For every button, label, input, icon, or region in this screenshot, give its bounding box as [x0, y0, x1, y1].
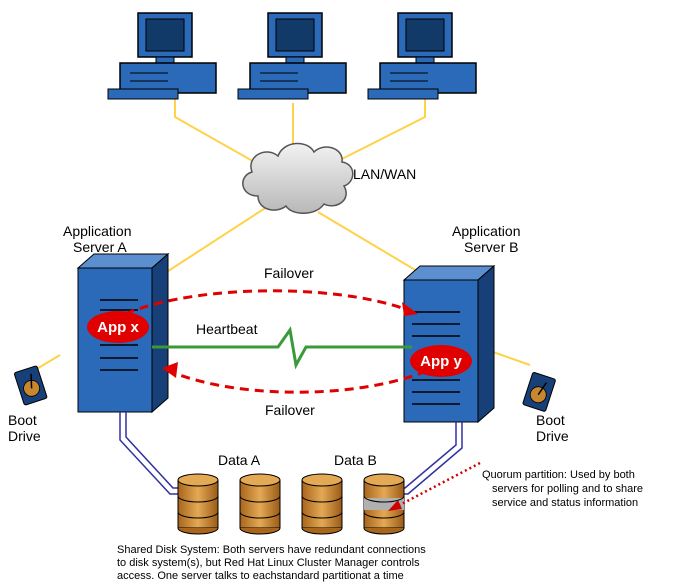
server-b-label-line2: Server B: [464, 239, 518, 255]
failover-top-label: Failover: [264, 265, 314, 281]
failover-arrowhead-top: [402, 302, 418, 316]
disk-drive-icon: [14, 365, 48, 406]
server-a-label: Application Server A: [63, 223, 135, 255]
cloud-icon: [242, 142, 354, 214]
boot-drive-right-line2: Drive: [536, 428, 569, 444]
quorum-note: Quorum partition: Used by both servers f…: [482, 469, 646, 509]
link-cloud-server-a: [161, 204, 271, 276]
desktop-computer-icon: [237, 12, 347, 100]
app-y-label: App y: [420, 353, 462, 370]
server-b-label-line1: Application: [452, 223, 521, 239]
disk-cylinder-icon: [301, 473, 343, 535]
link-cloud-server-b: [317, 211, 428, 278]
boot-drive-right-label: Boot Drive: [536, 412, 569, 444]
server-tower-icon: [402, 264, 496, 424]
quorum-note-line3: service and status information: [492, 497, 638, 509]
server-a-label-line2: Server A: [73, 239, 127, 255]
desktop-computer-icon: [107, 12, 217, 100]
quorum-note-line2: servers for polling and to share: [492, 483, 643, 495]
boot-drive-left-line1: Boot: [8, 412, 37, 428]
shared-disk-note-line1: Shared Disk System: Both servers have re…: [117, 544, 426, 556]
desktop-computer-icon: [367, 12, 477, 100]
shared-disk-note-line3: access. One server talks to eachstandard…: [117, 570, 404, 582]
server-b-label: Application Server B: [452, 223, 524, 255]
disk-cables: [119, 412, 463, 495]
heartbeat-line: [152, 326, 412, 370]
failover-arrowhead-bottom: [162, 362, 178, 378]
link-pc3-cloud: [323, 98, 426, 169]
app-y-badge: App y: [410, 345, 472, 377]
app-x-badge: App x: [87, 311, 149, 343]
quorum-note-line1: Quorum partition: Used by both: [482, 469, 635, 481]
failover-arrow-bottom: [171, 363, 441, 394]
boot-drive-left-label: Boot Drive: [8, 412, 41, 444]
disk-cylinder-icon: [239, 473, 281, 535]
network-links: [34, 97, 531, 371]
data-b-label: Data B: [334, 452, 377, 468]
link-server-b-bootdrive: [492, 351, 531, 366]
heartbeat-label: Heartbeat: [196, 321, 258, 337]
shared-disk-note-line2: to disk system(s), but Red Hat Linux Clu…: [117, 557, 420, 569]
boot-drive-left-line2: Drive: [8, 428, 41, 444]
app-x-label: App x: [97, 319, 139, 336]
link-server-a-bootdrive: [34, 354, 61, 371]
shared-disk-note: Shared Disk System: Both servers have re…: [117, 544, 429, 582]
failover-arrow-top: [111, 289, 409, 322]
data-a-label: Data A: [218, 452, 261, 468]
quorum-arrowhead: [388, 500, 402, 511]
failover-bottom-label: Failover: [265, 402, 315, 418]
quorum-pointer: [393, 461, 481, 510]
boot-drive-right-line1: Boot: [536, 412, 565, 428]
lan-wan-label: LAN/WAN: [353, 166, 416, 182]
server-a-label-line1: Application: [63, 223, 132, 239]
link-pc1-cloud: [174, 97, 273, 173]
disk-drive-icon: [522, 372, 556, 412]
disk-cylinder-icon: [177, 473, 219, 535]
